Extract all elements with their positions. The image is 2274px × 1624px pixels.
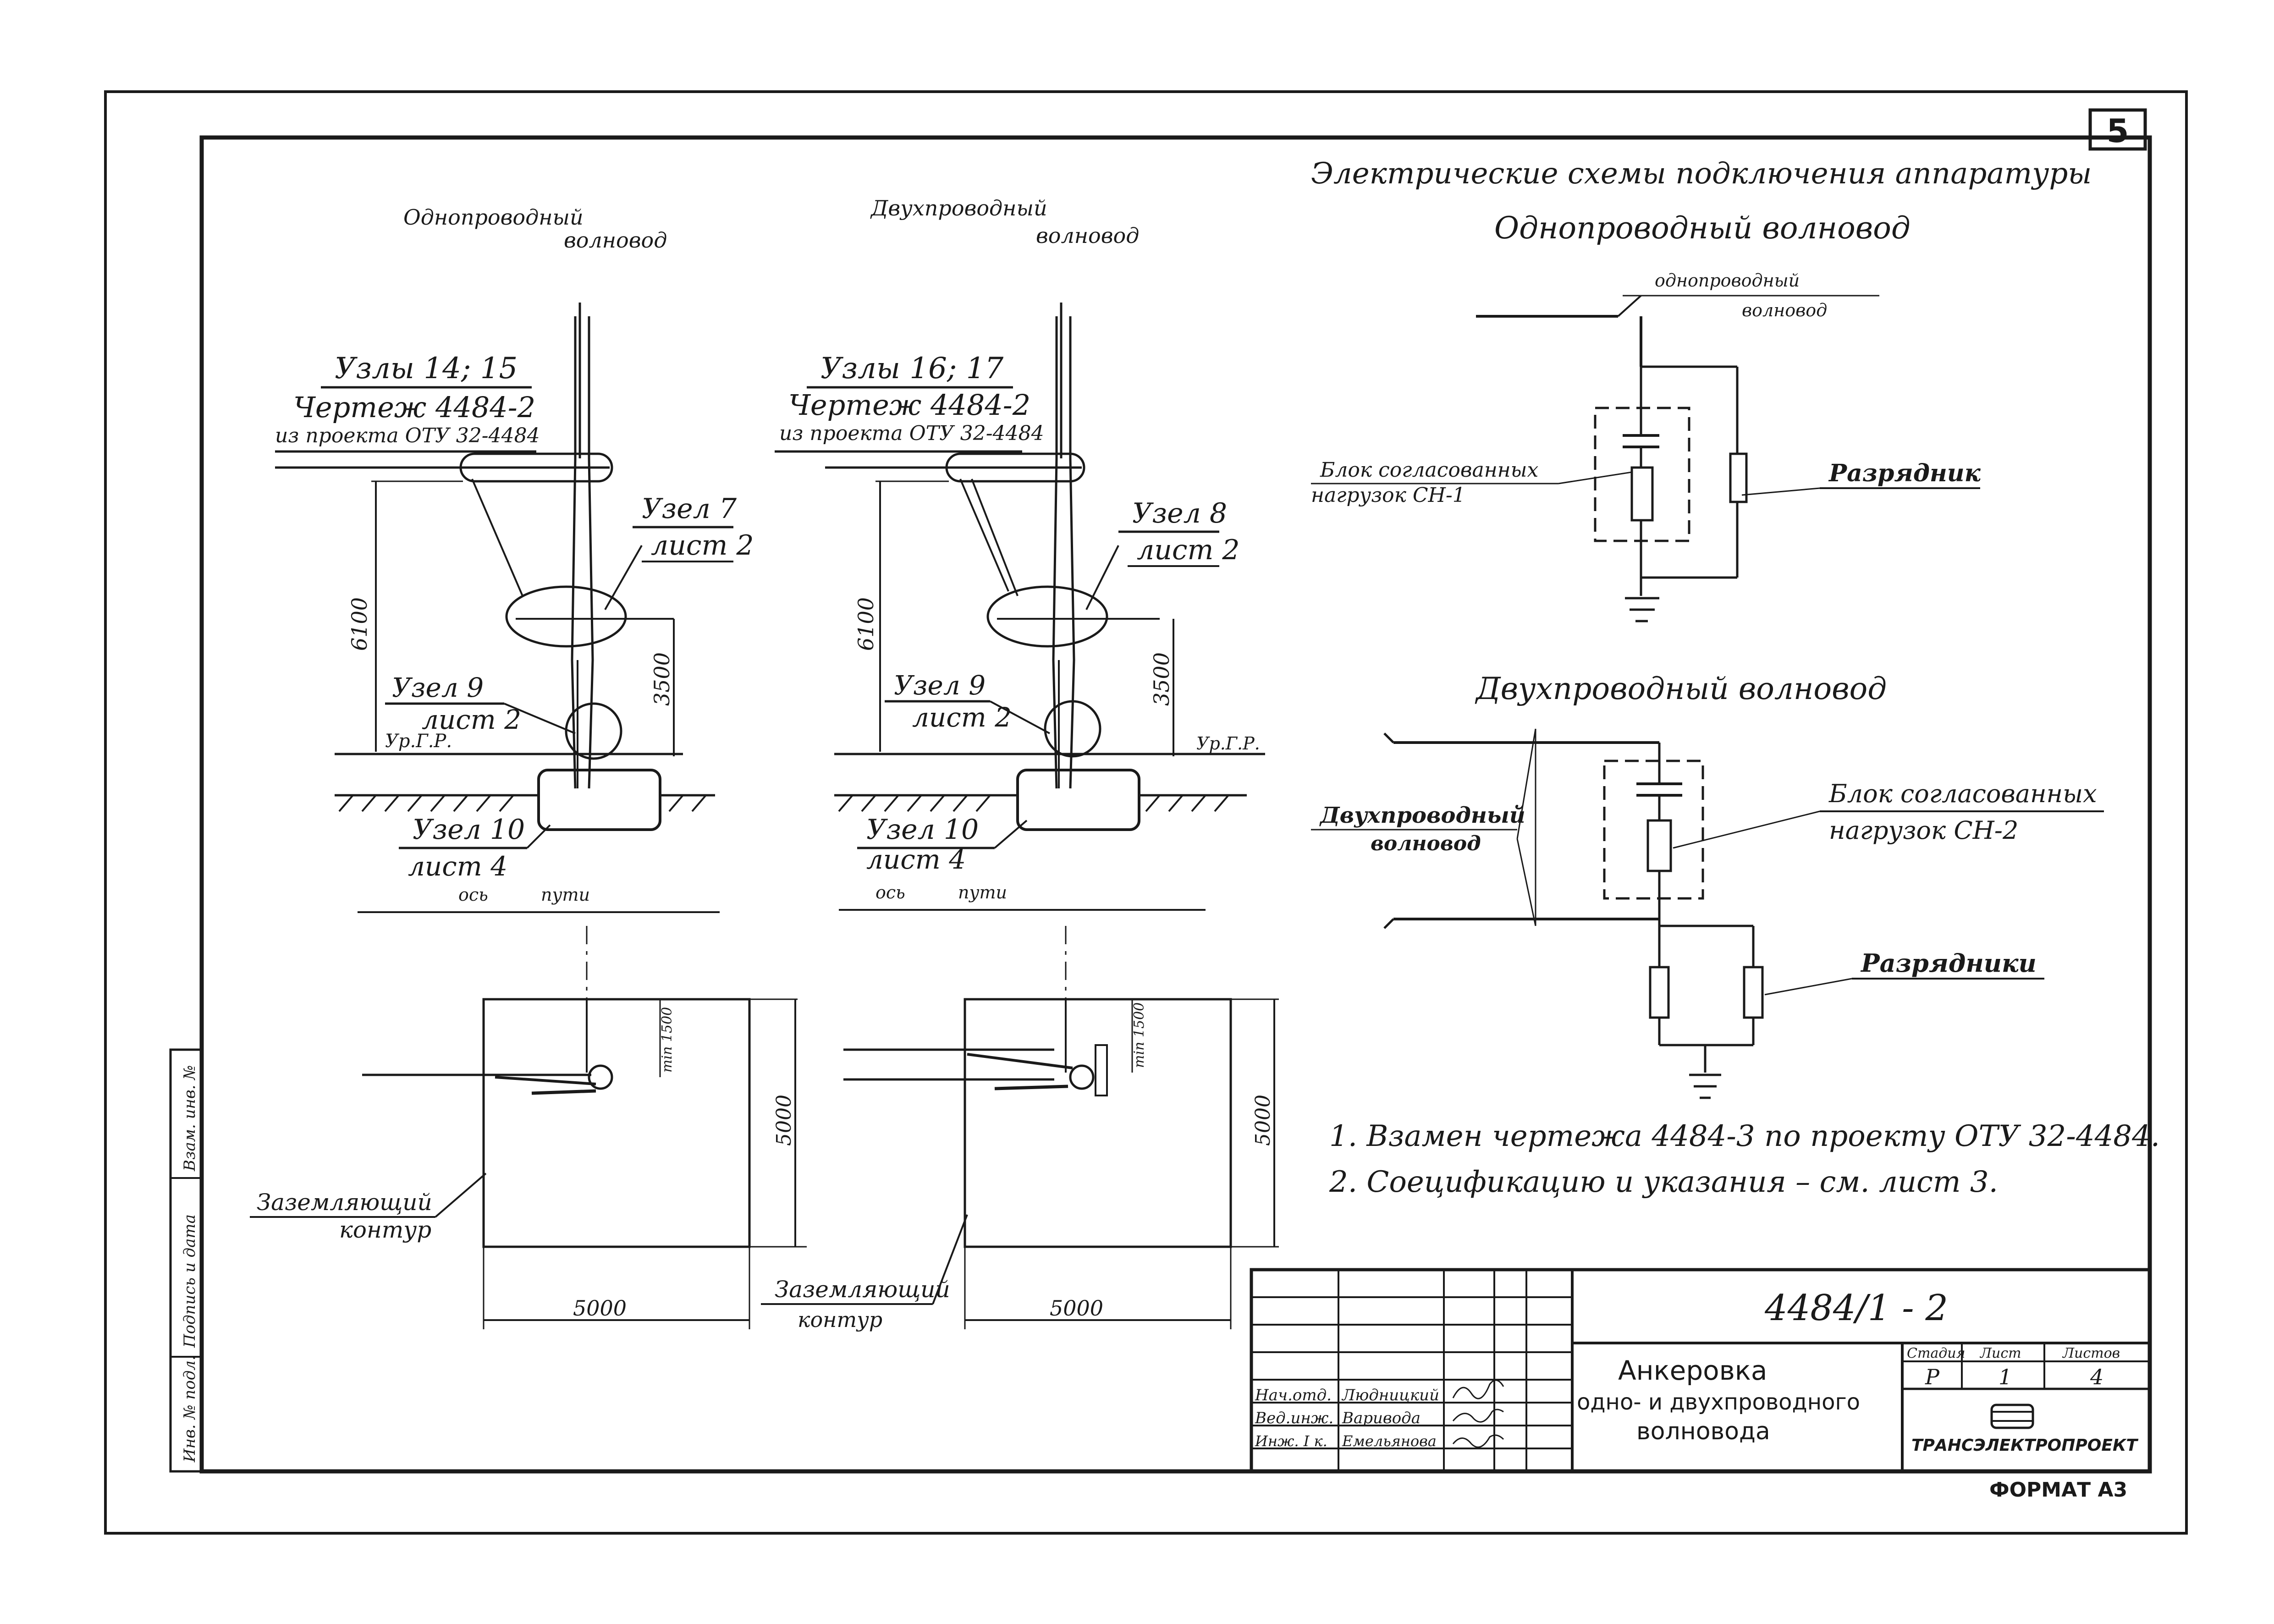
mid-plan-min: min 1500 — [1131, 1002, 1147, 1068]
mid-ground-contour-1: Заземляющий — [775, 1276, 950, 1303]
title-line2: одно- и двухпроводного — [1577, 1389, 1860, 1415]
mid-title-line2: волновод — [1036, 223, 1139, 248]
left-node-b-line1: Узел 9 — [392, 672, 484, 703]
left-node-a-line1: Узел 7 — [642, 493, 737, 525]
side-stamp-podpis: Подпись и дата — [181, 1214, 199, 1348]
doc-code: 4484/1 - 2 — [1764, 1288, 1948, 1329]
double-title: Двухпроводный волновод — [1475, 671, 1887, 706]
left-plan-view: min 1500 5000 5000 Заземляющий контур — [250, 998, 807, 1329]
sheet-number-box: 5 — [2088, 108, 2147, 151]
mid-node-b-line1: Узел 9 — [894, 670, 986, 701]
mid-ground-level: Ур.Г.Р. — [1196, 733, 1260, 754]
left-node-c-line1: Узел 10 — [413, 814, 525, 846]
single-arrester: Разрядник — [1828, 459, 1981, 487]
mid-title-line1: Двухпроводный — [870, 196, 1047, 220]
note-1: 1. Взамен чертежа 4484-3 по проекту ОТУ … — [1329, 1119, 2160, 1153]
format-label: ФОРМАТ А3 — [1989, 1478, 2127, 1502]
mid-axis-2: пути — [958, 882, 1007, 903]
signer-2-role: Инж. I к. — [1255, 1432, 1327, 1450]
left-ground-level: Ур.Г.Р. — [385, 731, 452, 752]
right-schemes: Электрические схемы подключения аппарату… — [1311, 157, 2160, 1199]
note-2: 2. Соецификацию и указания – см. лист 3. — [1329, 1165, 1998, 1199]
mid-elevation-view: Двухпроводный волновод Узлы 16; 17 Черте… — [775, 196, 1265, 999]
title-line1: Анкеровка — [1618, 1355, 1767, 1386]
left-nodes-line3: из проекта ОТУ 32-4484 — [275, 424, 540, 447]
org-name: ТРАНСЭЛЕКТРОПРОЕКТ — [1911, 1436, 2138, 1455]
left-axis-1: ось — [458, 885, 488, 905]
mid-node-b-line2: лист 2 — [912, 702, 1012, 733]
sheet-number: 5 — [2107, 112, 2129, 150]
mid-node-a-line2: лист 2 — [1137, 534, 1240, 566]
single-title: Однопроводный волновод — [1494, 210, 1911, 246]
left-nodes-line2: Чертеж 4484-2 — [293, 391, 535, 424]
double-block-2: нагрузок СН-2 — [1829, 816, 2018, 845]
schemes-main-title: Электрические схемы подключения аппарату… — [1311, 157, 2092, 191]
side-stamp-inv: Инв. № подл. — [181, 1355, 199, 1463]
double-block-1: Блок согласованных — [1828, 779, 2097, 808]
single-block-1: Блок согласованных — [1320, 458, 1538, 482]
signature-0 — [1452, 1379, 1504, 1399]
org-logo — [1990, 1404, 2034, 1429]
sheets-value: 4 — [2090, 1365, 2103, 1389]
signer-0-name: Людницкий — [1341, 1386, 1439, 1404]
outer-frame — [104, 90, 2188, 1535]
signer-1-name: Варивода — [1342, 1409, 1421, 1427]
left-plan-min: min 1500 — [659, 1007, 675, 1073]
title-block: Нач.отд. Людницкий Вед.инж. Варивода Инж… — [1250, 1268, 2152, 1502]
single-waveguide-2: волновод — [1742, 300, 1827, 320]
side-stamp: Инв. № подл. Подпись и дата Взам. инв. № — [169, 1048, 203, 1473]
left-node-a-line2: лист 2 — [651, 529, 754, 562]
mid-axis-1: ось — [875, 882, 905, 903]
mid-node-c-line1: Узел 10 — [866, 814, 979, 846]
double-arrester: Разрядники — [1860, 948, 2037, 978]
left-plan-dim-v: 5000 — [772, 1095, 796, 1146]
stage-value: Р — [1925, 1365, 1940, 1389]
mid-dim-mid: 3500 — [1149, 652, 1174, 706]
mid-nodes-line3: из проекта ОТУ 32-4484 — [779, 422, 1044, 445]
signer-2-name: Емельянова — [1342, 1432, 1437, 1450]
left-ground-contour-1: Заземляющий — [257, 1189, 432, 1216]
double-waveguide-1: Двухпроводный — [1319, 803, 1525, 828]
mid-plan-dim-h: 5000 — [1050, 1296, 1103, 1321]
mid-nodes-line1: Узлы 16; 17 — [820, 352, 1003, 385]
mid-dim-height: 6100 — [853, 597, 878, 651]
mid-node-c-line2: лист 4 — [866, 844, 966, 875]
left-title-line2: волновод — [564, 228, 667, 253]
left-elevation-view: Однопроводный волновод Узлы 14; 15 Черте… — [275, 205, 754, 999]
signature-2 — [1452, 1434, 1504, 1448]
left-dim-height: 6100 — [347, 597, 372, 651]
left-node-b-line2: лист 2 — [422, 704, 521, 735]
mid-plan-dim-v: 5000 — [1251, 1095, 1275, 1146]
mid-nodes-line2: Чертеж 4484-2 — [788, 388, 1030, 422]
left-axis-2: пути — [541, 885, 590, 905]
sheet-value: 1 — [1999, 1365, 2012, 1389]
left-ground-contour-2: контур — [339, 1217, 431, 1243]
side-stamp-vzam: Взам. инв. № — [181, 1065, 199, 1172]
signer-1-role: Вед.инж. — [1255, 1409, 1333, 1427]
single-waveguide-1: однопроводный — [1655, 270, 1800, 291]
sheet-header: Лист — [1979, 1345, 2021, 1361]
title-line3: волновода — [1636, 1418, 1770, 1445]
left-node-c-line2: лист 4 — [408, 851, 507, 882]
single-block-2: нагрузок СН-1 — [1311, 484, 1465, 507]
mid-ground-contour-2: контур — [798, 1307, 882, 1332]
inner-frame — [199, 135, 2152, 1474]
mid-plan-view: min 1500 5000 5000 Заземляющий контур — [761, 998, 1279, 1332]
left-nodes-line1: Узлы 14; 15 — [335, 352, 518, 385]
signature-1 — [1452, 1409, 1504, 1423]
sheets-header: Листов — [2062, 1345, 2120, 1361]
left-title-line1: Однопроводный — [403, 205, 584, 230]
mid-node-a-line1: Узел 8 — [1132, 497, 1227, 529]
double-waveguide-2: волновод — [1371, 832, 1481, 855]
signer-0-role: Нач.отд. — [1255, 1386, 1332, 1404]
stage-header: Стадия — [1907, 1345, 1966, 1361]
left-dim-mid: 3500 — [650, 652, 674, 706]
left-plan-dim-h: 5000 — [573, 1296, 627, 1321]
